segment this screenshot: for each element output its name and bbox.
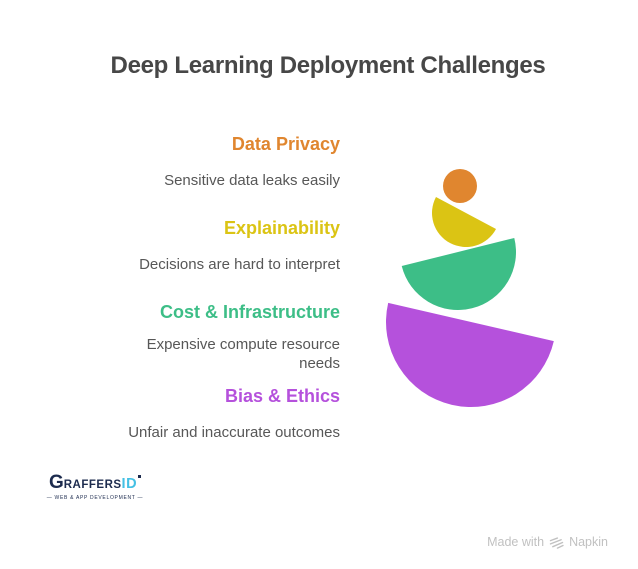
challenge-title: Data Privacy <box>231 134 340 154</box>
stack-circle-data-privacy <box>443 169 477 203</box>
graffersid-logo: GRAFFERSID — WEB & APP DEVELOPMENT — <box>40 473 150 502</box>
credit-prefix: Made with <box>487 535 545 549</box>
challenge-description: Expensive compute resource needs <box>146 336 340 372</box>
challenge-title: Bias & Ethics <box>224 386 340 406</box>
challenge-title: Explainability <box>223 218 340 238</box>
logo-text-id: ID <box>121 476 138 492</box>
page-title: Deep Learning Deployment Challenges <box>110 52 546 79</box>
challenge-description: Decisions are hard to interpret <box>139 256 340 273</box>
challenge-item-cost-infrastructure: Cost & Infrastructure Expensive compute … <box>140 301 340 373</box>
napkin-logo-icon <box>549 536 564 549</box>
challenge-item-explainability: Explainability Decisions are hard to int… <box>139 217 340 274</box>
logo-superscript-mark <box>138 475 142 478</box>
logo-tagline: — WEB & APP DEVELOPMENT — <box>46 495 144 501</box>
challenge-description: Unfair and inaccurate outcomes <box>128 424 340 441</box>
credit-brand: Napkin <box>569 535 608 549</box>
challenge-title: Cost & Infrastructure <box>159 302 340 322</box>
logo-text-raffers: RAFFERS <box>63 479 122 491</box>
challenge-description: Sensitive data leaks easily <box>164 172 340 189</box>
challenge-item-bias-ethics: Bias & Ethics Unfair and inaccurate outc… <box>128 385 340 442</box>
made-with-napkin-credit: Made with Napkin <box>487 535 608 549</box>
graffersid-logo-wordmark: GRAFFERSID <box>40 473 150 495</box>
logo-letter-g: G <box>48 472 64 493</box>
stack-semicircle-bias-ethics <box>369 302 554 424</box>
challenge-item-data-privacy: Data Privacy Sensitive data leaks easily <box>164 133 340 190</box>
